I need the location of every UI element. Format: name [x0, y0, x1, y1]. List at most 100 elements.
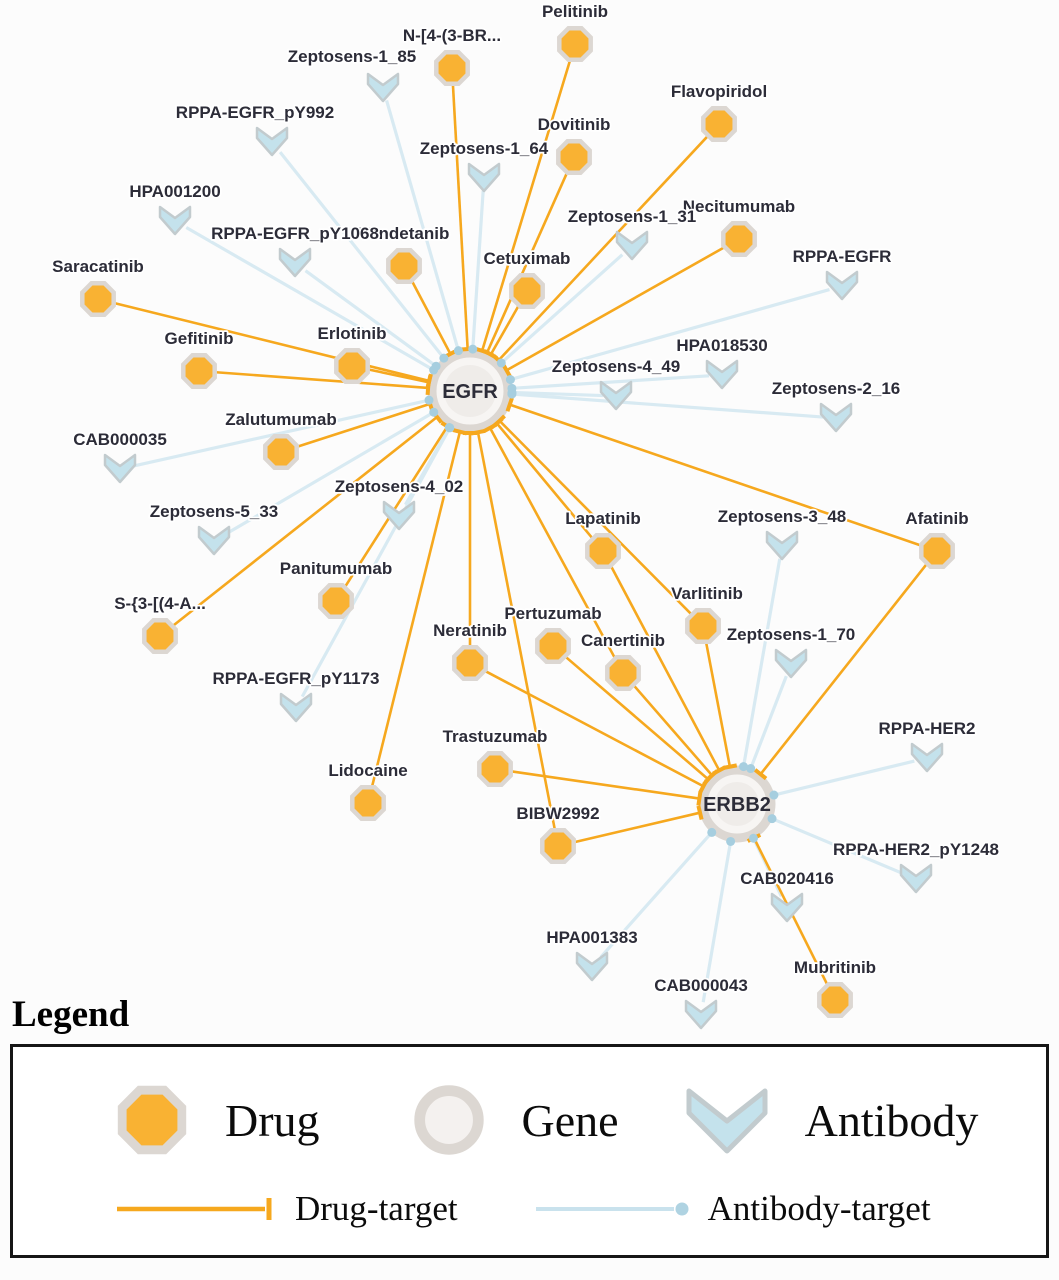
- antibody-chevron-icon: [686, 1088, 768, 1154]
- drug-target-edge: [410, 280, 452, 355]
- node-label-flavopiridol: Flavopiridol: [671, 82, 767, 101]
- node-label-zeptosens-4-49: Zeptosens-4_49: [552, 357, 681, 376]
- drug-target-edge: [476, 431, 557, 830]
- antibody-target-edge: [500, 253, 624, 365]
- antibody-target-edge: [132, 398, 430, 468]
- node-label-zeptosens-2-16: Zeptosens-2_16: [772, 379, 901, 398]
- antibody-edge-layer: [132, 100, 915, 1003]
- antibody-edge-dot: [739, 762, 749, 772]
- drug-node-n-4-3-br: [434, 50, 470, 86]
- drug-octagon-icon: [117, 1085, 187, 1155]
- antibody-edge-dot: [767, 814, 777, 824]
- gene-node-inner-egfr: [444, 365, 496, 417]
- drug-node-afatinib: [919, 533, 955, 569]
- label-layer: EGFRERBB2PelitinibN-[4-(3-BR...Dovitinib…: [50, 0, 1000, 997]
- drug-node-saracatinib: [80, 281, 116, 317]
- legend-node-symbols-row: Drug Gene Antibody: [109, 1077, 1046, 1163]
- drug-node-gefitinib: [181, 353, 217, 389]
- drug-target-edge: [172, 416, 438, 627]
- antibody-edge-dot: [424, 395, 434, 405]
- drug-edge-tee: [483, 349, 498, 360]
- node-label-gefitinib: Gefitinib: [165, 329, 234, 348]
- drug-node-lidocaine: [350, 785, 386, 821]
- drug-target-edge: [497, 135, 709, 362]
- antibody-edge-dot: [431, 361, 441, 371]
- antibody-node-zeptosens-1-31: [615, 230, 649, 261]
- drug-target-edge: [574, 811, 701, 844]
- antibody-target-edge: [771, 817, 905, 876]
- legend-label-gene: Gene: [521, 1094, 619, 1146]
- node-label-neratinib: Neratinib: [433, 621, 507, 640]
- antibody-target-edge: [185, 226, 435, 372]
- legend-box: Drug Gene Antibody Drug-ta: [10, 1044, 1049, 1258]
- drug-target-edge: [509, 403, 922, 547]
- antibody-target-edge: [509, 287, 830, 382]
- legend-label-drug-target: Drug-target: [295, 1189, 458, 1228]
- gene-label-erbb2: ERBB2: [703, 794, 771, 816]
- edge-terminal-layer: [424, 344, 779, 846]
- drug-target-edge: [505, 246, 725, 372]
- drug-target-edge: [565, 656, 710, 781]
- antibody-target-edge: [701, 841, 733, 1003]
- node-label-s-3-4-a: S-{3-[(4-A...: [114, 594, 206, 613]
- node-label-saracatinib: Saracatinib: [52, 257, 144, 276]
- antibody-target-edge: [278, 151, 446, 360]
- drug-node-canertinib: [605, 655, 641, 691]
- drug-node-trastuzumab: [477, 751, 513, 787]
- antibody-edge-dot: [505, 375, 515, 385]
- drug-target-edge: [114, 301, 430, 383]
- node-label-rppa-egfr: RPPA-EGFR: [793, 247, 892, 266]
- drug-target-edge: [368, 368, 430, 384]
- drug-edge-tee: [722, 763, 738, 770]
- antibody-node-zeptosens-5-33: [197, 525, 231, 556]
- node-label-canertinib: Canertinib: [581, 631, 665, 650]
- node-label-zeptosens-1-64: Zeptosens-1_64: [420, 139, 549, 158]
- legend-label-antibody: Antibody: [804, 1094, 979, 1146]
- drug-node-zalutumumab: [263, 434, 299, 470]
- node-label-cetuximab: Cetuximab: [484, 249, 571, 268]
- antibody-target-edge: [511, 374, 710, 390]
- drug-target-edge: [485, 172, 569, 354]
- antibody-node-rppa-egfr-py1173: [279, 692, 313, 723]
- antibody-node-zeptosens-1-85: [366, 72, 400, 103]
- antibody-edge-dot: [748, 833, 758, 843]
- node-label-n-4-3-br: N-[4-(3-BR...: [403, 26, 501, 45]
- legend-item-drug: Drug: [109, 1077, 320, 1163]
- antibody-node-rppa-egfr-py1068: [278, 247, 312, 278]
- antibody-node-hpa018530: [705, 359, 739, 390]
- node-label-varlitinib: Varlitinib: [671, 584, 743, 603]
- antibody-node-rppa-her2: [910, 742, 944, 773]
- drug-node-dovitinib: [556, 139, 592, 175]
- drug-node-panitumumab: [318, 583, 354, 619]
- antibody-target-edge: [471, 190, 485, 350]
- node-label-zeptosens-4-02: Zeptosens-4_02: [335, 477, 464, 496]
- antibody-edge-dot: [496, 358, 506, 368]
- node-label-cab020416: CAB020416: [740, 869, 834, 888]
- antibody-node-hpa001200: [158, 205, 192, 236]
- drug-target-edge: [633, 684, 714, 777]
- antibody-node-cab020416: [770, 892, 804, 923]
- node-label-bibw2992: BIBW2992: [516, 804, 599, 823]
- drug-node-mubritinib: [817, 982, 853, 1018]
- antibody-edge-dot: [746, 764, 756, 774]
- node-label-rppa-egfr-py1068: RPPA-EGFR_pY1068: [211, 224, 379, 243]
- node-label-dovitinib: Dovitinib: [538, 115, 611, 134]
- drug-target-edge: [489, 305, 520, 356]
- antibody-target-edge: [599, 831, 713, 959]
- antibody-edge-dot: [453, 346, 463, 356]
- antibody-node-zeptosens-4-02: [382, 500, 416, 531]
- antibody-node-cab000035: [103, 453, 137, 484]
- drug-edge-tee: [482, 422, 498, 434]
- drug-node-varlitinib: [685, 608, 721, 644]
- legend-item-antibody: Antibody: [679, 1077, 979, 1163]
- antibody-target-edge: [385, 100, 460, 352]
- drug-node-cetuximab: [509, 273, 545, 309]
- drug-node-vandetanib: [386, 248, 422, 284]
- drug-node-lapatinib: [585, 533, 621, 569]
- antibody-node-zeptosens-2-16: [819, 402, 853, 433]
- antibody-edge-dot: [507, 389, 517, 399]
- drug-target-edge: [704, 642, 732, 767]
- legend-label-drug: Drug: [225, 1094, 320, 1146]
- drug-edge-tee: [702, 772, 715, 786]
- drug-edge-tee: [753, 768, 768, 781]
